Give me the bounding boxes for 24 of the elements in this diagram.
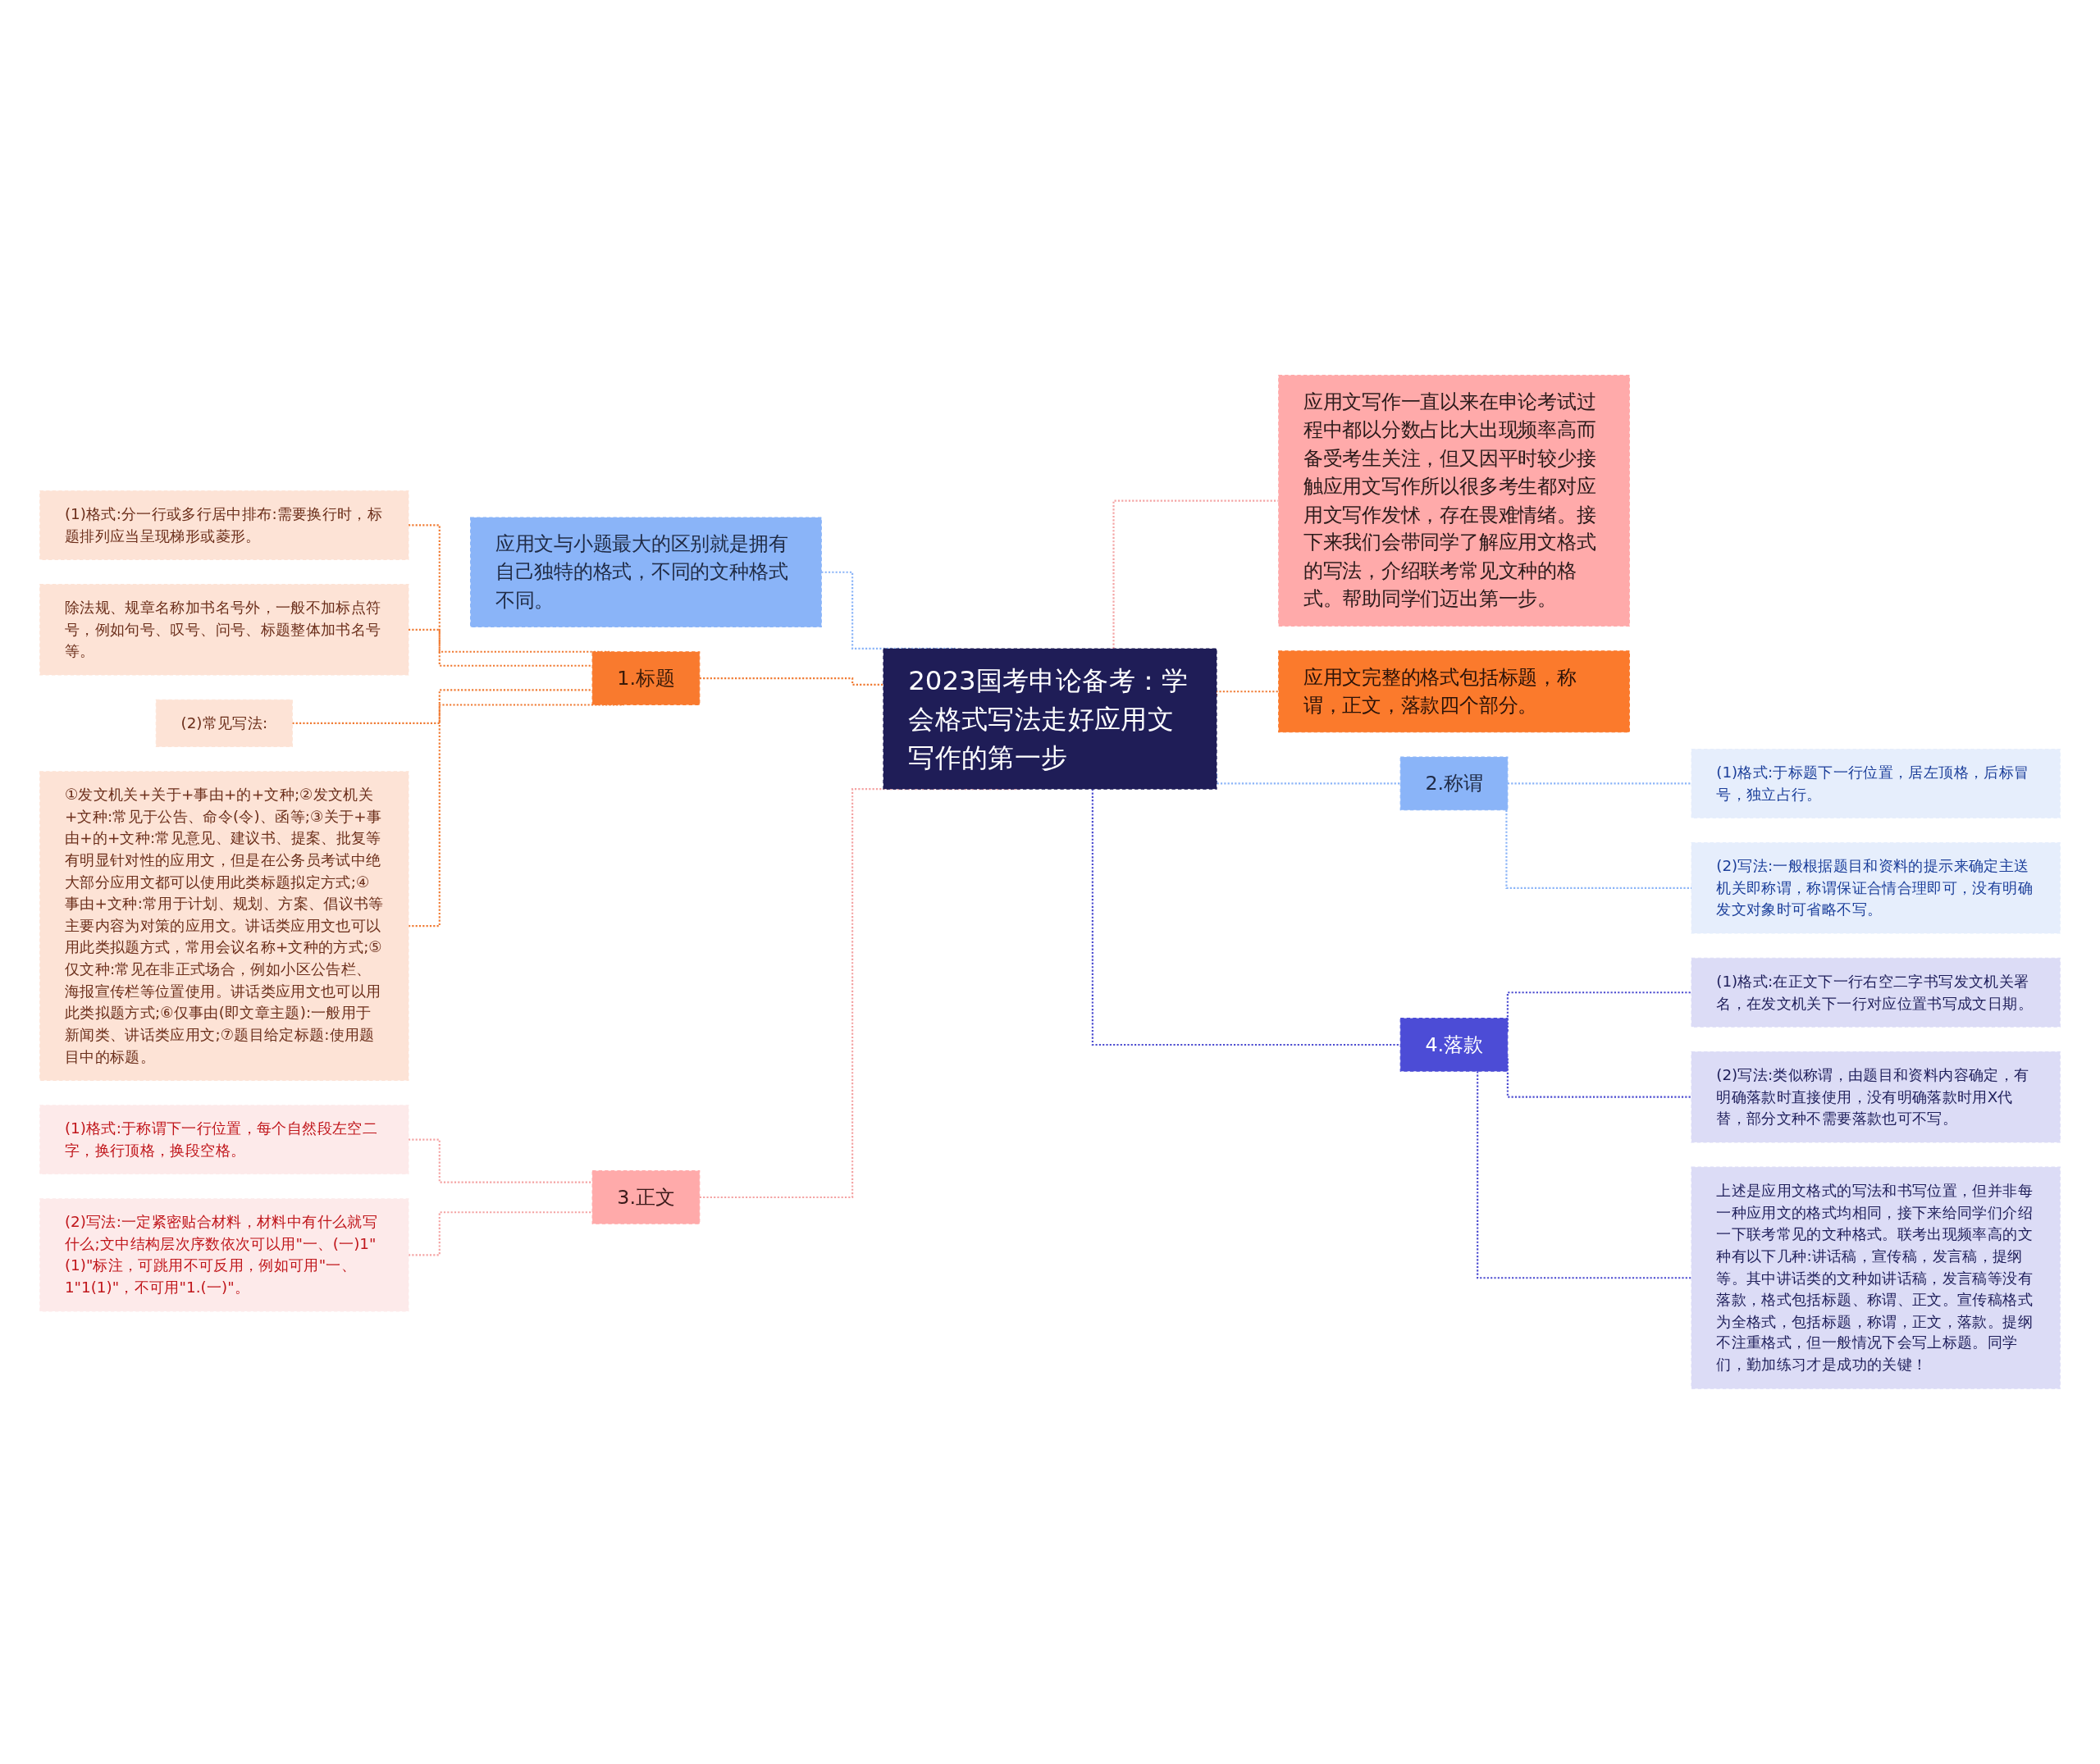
node-box: 1.标题 [591,651,701,706]
node-box: (1)格式:于标题下一行位置，居左顶格，后标冒号，独立占行。 [1691,748,2061,818]
node-box: (2)写法:一定紧密贴合材料，材料中有什么就写什么;文中结构层次序数依次可以用"一、(一)1"(1)"标注，可跳用不可反用，例如可用"一、1"1(1)"，不可用"1.(一)"。 [39,1198,409,1312]
node-box: (1)格式:于称谓下一行位置，每个自然段左空二字，换行顶格，换段空格。 [39,1105,409,1175]
node-box: ①发文机关+关于+事由+的+文种;②发文机关+文种:常见于公告、命令(令)、函等;③关于+事由+的+文种:常见意见、建议书、提案、批复等有明显针对性的应用文，但是在公务员考试中绝大部分应用文都可以使用此类标题拟定方式;④事由+文种:常用于计划、规划、方案、倡议书等主要内容为对策的应用文。讲话类应用文也可以用此类拟题方式，常用会议名称+文种的方式;⑤仅文种:常见在非正式场合，例如小区公告栏、海报宣传栏等位置使用。讲话类应用文也可以用此类拟题方式;⑥仅事由(即文章主题):一般用于新闻类、讲话类应用文;⑦题目给定标题:使用题目中的标题。 [39,771,409,1081]
connector [698,677,883,686]
node-box: (2)写法:类似称谓，由题目和资料内容确定，有明确落款时直接使用，没有明确落款时用X代替，部分文种不需要落款也可不写。 [1691,1051,2061,1143]
node-box: 3.正文 [591,1170,701,1224]
node-box: 上述是应用文格式的写法和书写位置，但并非每一种应用文的格式均相同，接下来给同学们介绍一下联考常见的文种格式。联考出现频率高的文种有以下几种:讲话稿，宣传稿，发言稿，提纲等。其中讲话类的文种如讲话稿，发言稿等没有落款，格式包括标题、称谓、正文。宣传稿格式为全格式，包括标题，称谓，正文，落款。提纲不注重格式，但一般情况下会写上标题。同学们，勤加练习才是成功的关键！ [1691,1166,2061,1389]
node-box: 应用文写作一直以来在申论考试过程中都以分数占比大出现频率高而备受考生关注，但又因平时较少接触应用文写作所以很多考生都对应用文写作发怵，存在畏难情绪。接下来我们会带同学了解应用文格式的写法，介绍联考常见文种的格式。帮助同学们迈出第一步。 [1278,375,1630,627]
node-box: (2)写法:一般根据题目和资料的提示来确定主送机关即称谓，称谓保证合情合理即可，没有明确发文对象时可省略不写。 [1691,842,2061,934]
node-box: 除法规、规章名称加书名号外，一般不加标点符号，例如句号、叹号、问号、标题整体加书名号等。 [39,584,409,676]
node-box: 应用文与小题最大的区别就是拥有自己独特的格式，不同的文种格式不同。 [470,517,822,628]
node-box: 2023国考申论备考：学会格式写法走好应用文写作的第一步 [883,648,1217,790]
connector [1477,1071,1691,1279]
connector [1112,499,1279,649]
connector [1505,809,1691,889]
connector [1091,789,1401,1046]
node-box: 应用文完整的格式包括标题，称谓，正文，落款四个部分。 [1278,650,1630,733]
node-box: 4.落款 [1399,1018,1509,1072]
node-box: (2)常见写法: [155,699,293,748]
node-box: (1)格式:分一行或多行居中排布:需要换行时，标题排列应当呈现梯形或菱形。 [39,490,409,560]
node-box: (1)格式:在正文下一行右空二字书写发文机关署名，在发文机关下一行对应位置书写成文日期。 [1691,957,2061,1028]
node-box: 2.称谓 [1399,756,1509,811]
